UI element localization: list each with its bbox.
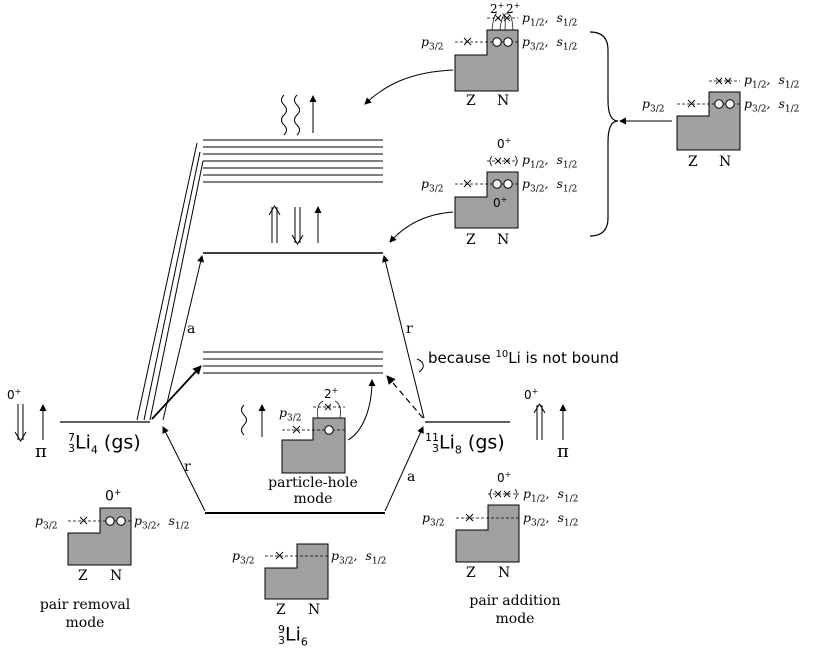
orbital-label-lower-box-b: p3/2, s1/2 (522, 176, 578, 195)
n-label-box-a: N (497, 93, 510, 109)
orbital-label-box-d-right: p3/2, s1/2 (134, 513, 190, 532)
curved-arrow-to-two-phonon-level (389, 211, 454, 243)
spin-label-0plus-box-b: 0+ (497, 136, 512, 151)
spin-label-0plus-box-b-inner: 0+ (493, 195, 508, 210)
spin-label-0plus-li7: 0+ (7, 387, 22, 402)
branch-label-r-left: r (184, 459, 191, 475)
spin-label-2plus-b: 2+ (506, 1, 521, 16)
shell-box-right (676, 77, 741, 151)
z-label-box-a: Z (466, 93, 476, 109)
branch-label-a-right: a (407, 469, 416, 485)
orbital-label-p32-box-b-left: p3/2 (421, 176, 444, 195)
z-label-box-b: Z (466, 232, 476, 248)
li7-to-upper-band-lines (136, 142, 204, 421)
dashed-arrow-li11-to-ph-band (386, 375, 424, 419)
right-brace (589, 31, 619, 237)
shell-box-particle-hole (281, 400, 346, 474)
middle-level-band (203, 351, 383, 374)
orbital-label-box-e-right: p3/2, s1/2 (331, 548, 387, 567)
spin-label-0plus-box-g: 0+ (497, 470, 512, 485)
spin-label-2plus-box-f: 2+ (324, 386, 339, 401)
orbital-label-upper-box-b: p1/2, s1/2 (522, 152, 578, 171)
two-phonon-symbols (268, 205, 322, 245)
branch-label-a-left: a (187, 321, 196, 337)
branch-label-r-right: r (406, 321, 413, 337)
orbital-label-p32-box-e-left: p3/2 (232, 548, 255, 567)
orbital-label-p32-box-c-left: p3/2 (642, 96, 665, 115)
note-pointer (416, 358, 424, 373)
spin-label-0plus-li11: 0+ (524, 387, 539, 402)
upper-level-band (203, 139, 383, 183)
unbound-note: because 10Li is not bound (428, 349, 619, 367)
shell-box-pair-removal (67, 507, 132, 566)
shell-box-2plus (454, 13, 519, 92)
li11-pair-symbols (533, 403, 567, 440)
curved-arrow-to-upper-band (364, 69, 454, 105)
n-label-box-b: N (497, 232, 510, 248)
orbital-label-p32-box-g-left: p3/2 (422, 510, 445, 529)
z-label-box-d: Z (78, 568, 88, 584)
arrow-li7-to-ph-band (151, 365, 202, 420)
shell-box-0plus-upper (454, 155, 519, 229)
curved-arrow-ph-box-to-band (347, 379, 376, 441)
spin-label-0plus-box-d: 0+ (105, 488, 122, 505)
arrow-r-right (382, 255, 425, 419)
orbital-label-lower-box-g: p3/2, s1/2 (523, 510, 579, 529)
orbital-label-upper-box-a: p1/2, s1/2 (522, 10, 578, 29)
orbital-label-lower-box-a: p3/2, s1/2 (522, 34, 578, 53)
orbital-label-lower-box-c: p3/2, s1/2 (744, 96, 800, 115)
n-label-box-c: N (719, 154, 732, 170)
arrow-a-left (162, 255, 205, 421)
n-label-box-g: N (498, 565, 511, 581)
arrow-a-right (384, 426, 424, 512)
pi-label-li11: π (557, 441, 569, 462)
shell-box-li9 (264, 543, 329, 600)
z-label-box-g: Z (466, 565, 476, 581)
li7-pair-symbols (14, 404, 47, 442)
n-label-box-d: N (110, 568, 123, 584)
shell-box-pair-addition (455, 488, 520, 563)
z-label-box-c: Z (688, 154, 698, 170)
spin-label-2plus-a: 2+ (490, 1, 505, 16)
orbital-label-p32-box-a-left: p3/2 (421, 34, 444, 53)
z-label-box-e: Z (276, 602, 286, 618)
orbital-label-upper-box-g: p1/2, s1/2 (523, 486, 579, 505)
orbital-label-p32-box-f: p3/2 (279, 405, 302, 424)
orbital-label-upper-box-c: p1/2, s1/2 (744, 72, 800, 91)
n-label-box-e: N (308, 602, 321, 618)
pi-label-li7: π (35, 441, 47, 462)
orbital-label-p32-box-d-left: p3/2 (35, 513, 58, 532)
upper-phonon-symbols (281, 94, 317, 136)
ph-mode-symbols (241, 404, 266, 437)
arrow-r-left (162, 426, 206, 512)
